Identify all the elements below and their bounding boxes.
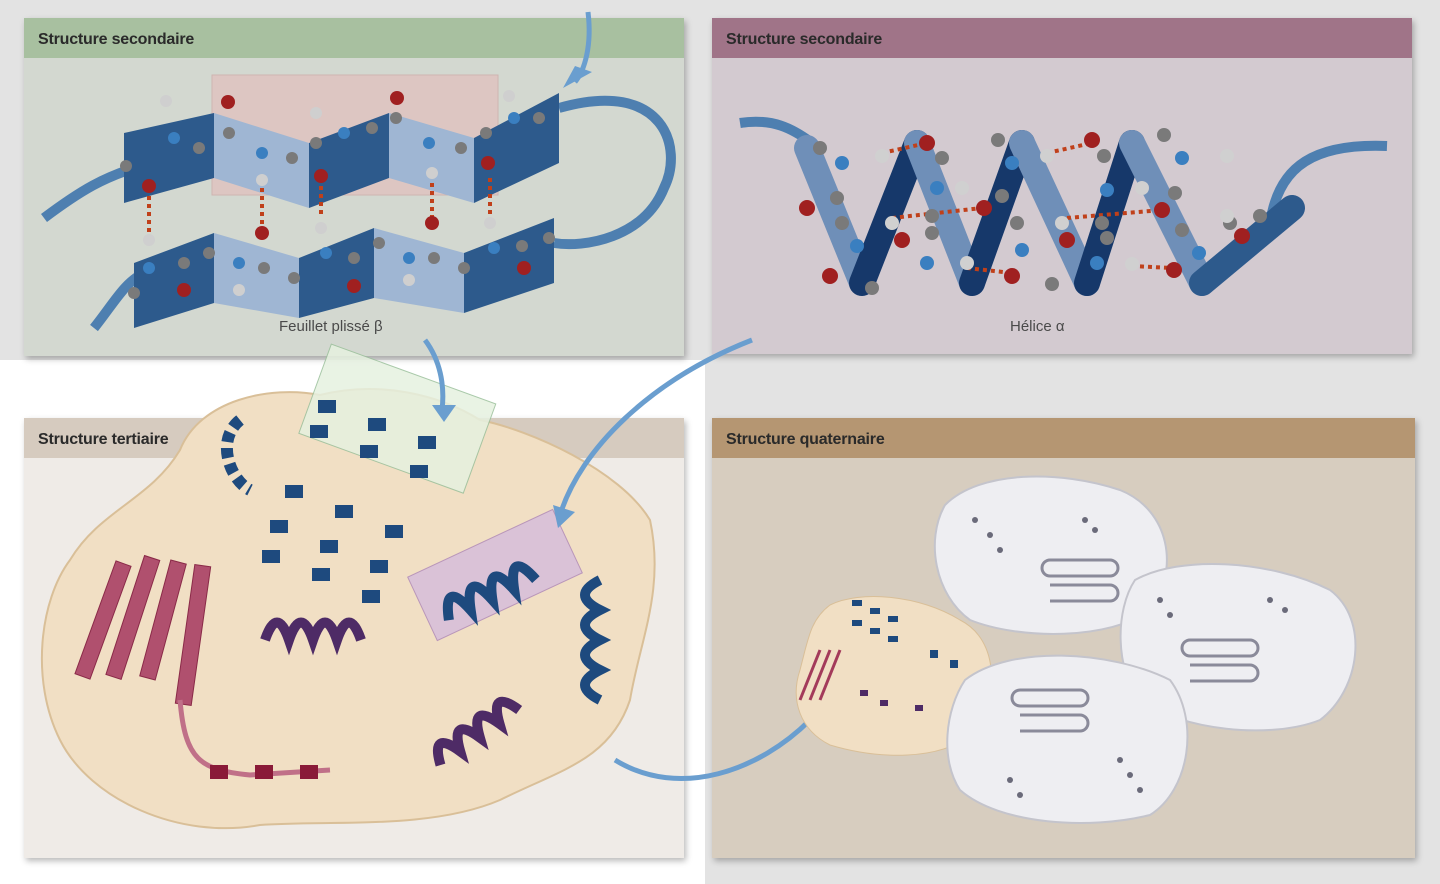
panel-title: Structure secondaire [38, 31, 195, 48]
panel-alpha-helix: Structure secondaire Hélice α [712, 18, 1412, 354]
caption-beta-sheet: Feuillet plissé β [279, 318, 383, 335]
panel-header: Structure secondaire [712, 18, 1412, 58]
alpha-helix-illustration [739, 116, 1388, 296]
caption-alpha-helix: Hélice α [1010, 318, 1065, 335]
quaternary-grey-subunit [946, 654, 1189, 824]
panel-title: Structure tertiaire [38, 431, 169, 448]
beta-sheet-illustration [41, 74, 676, 332]
panel-header: Structure secondaire [24, 18, 684, 58]
quaternary-colored-subunit [795, 596, 992, 756]
panel-header: Structure quaternaire [712, 418, 1415, 458]
panel-title: Structure quaternaire [726, 431, 885, 448]
panel-title: Structure secondaire [726, 31, 883, 48]
